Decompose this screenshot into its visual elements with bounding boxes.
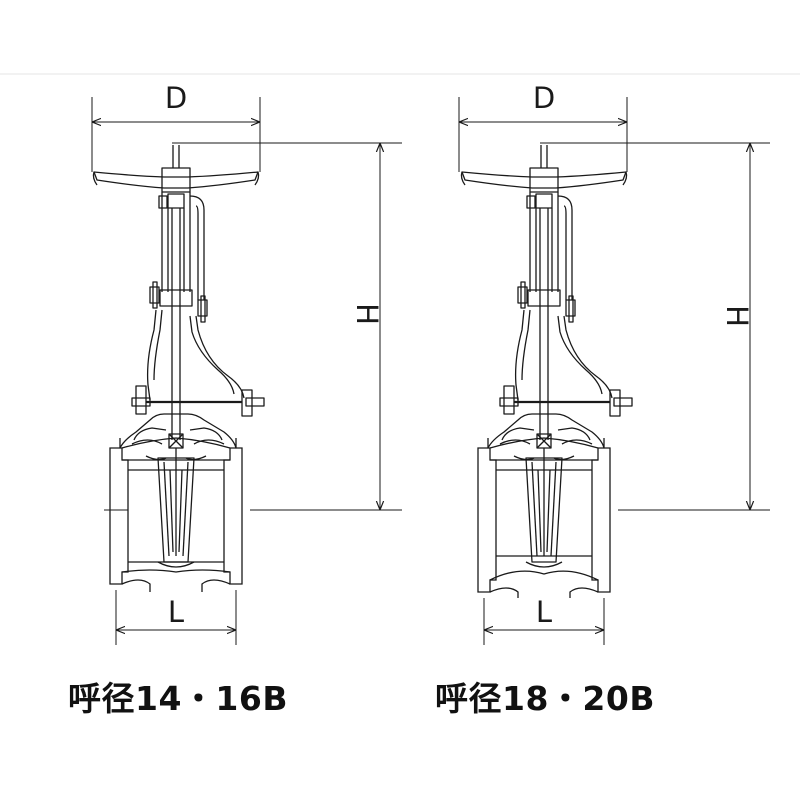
- dimension-l-right: [483, 598, 605, 645]
- valve-body-barrel-right: [477, 437, 611, 598]
- valve-diagram-14-16b: [91, 97, 402, 645]
- label-h-right: H: [720, 305, 754, 327]
- valve-body-left: [92, 143, 266, 569]
- caption-size-14-16b: 呼径14・16B: [68, 679, 288, 718]
- valve-body-barrel-left: [109, 437, 243, 592]
- valve-diagram-18-20b: [458, 97, 770, 645]
- dimension-d-left: [91, 97, 261, 172]
- label-l-left: L: [168, 595, 184, 629]
- caption-size-18-20b: 呼径18・20B: [435, 679, 655, 718]
- label-d-left: D: [165, 81, 187, 115]
- dimension-h-right: [540, 142, 770, 511]
- label-d-right: D: [533, 81, 555, 115]
- dimension-h-left: [104, 142, 402, 511]
- label-h-left: H: [350, 303, 384, 325]
- dimension-d-right: [458, 97, 628, 172]
- dimension-l-left: [115, 590, 237, 645]
- valve-body-right: [460, 143, 634, 569]
- label-l-right: L: [536, 595, 552, 629]
